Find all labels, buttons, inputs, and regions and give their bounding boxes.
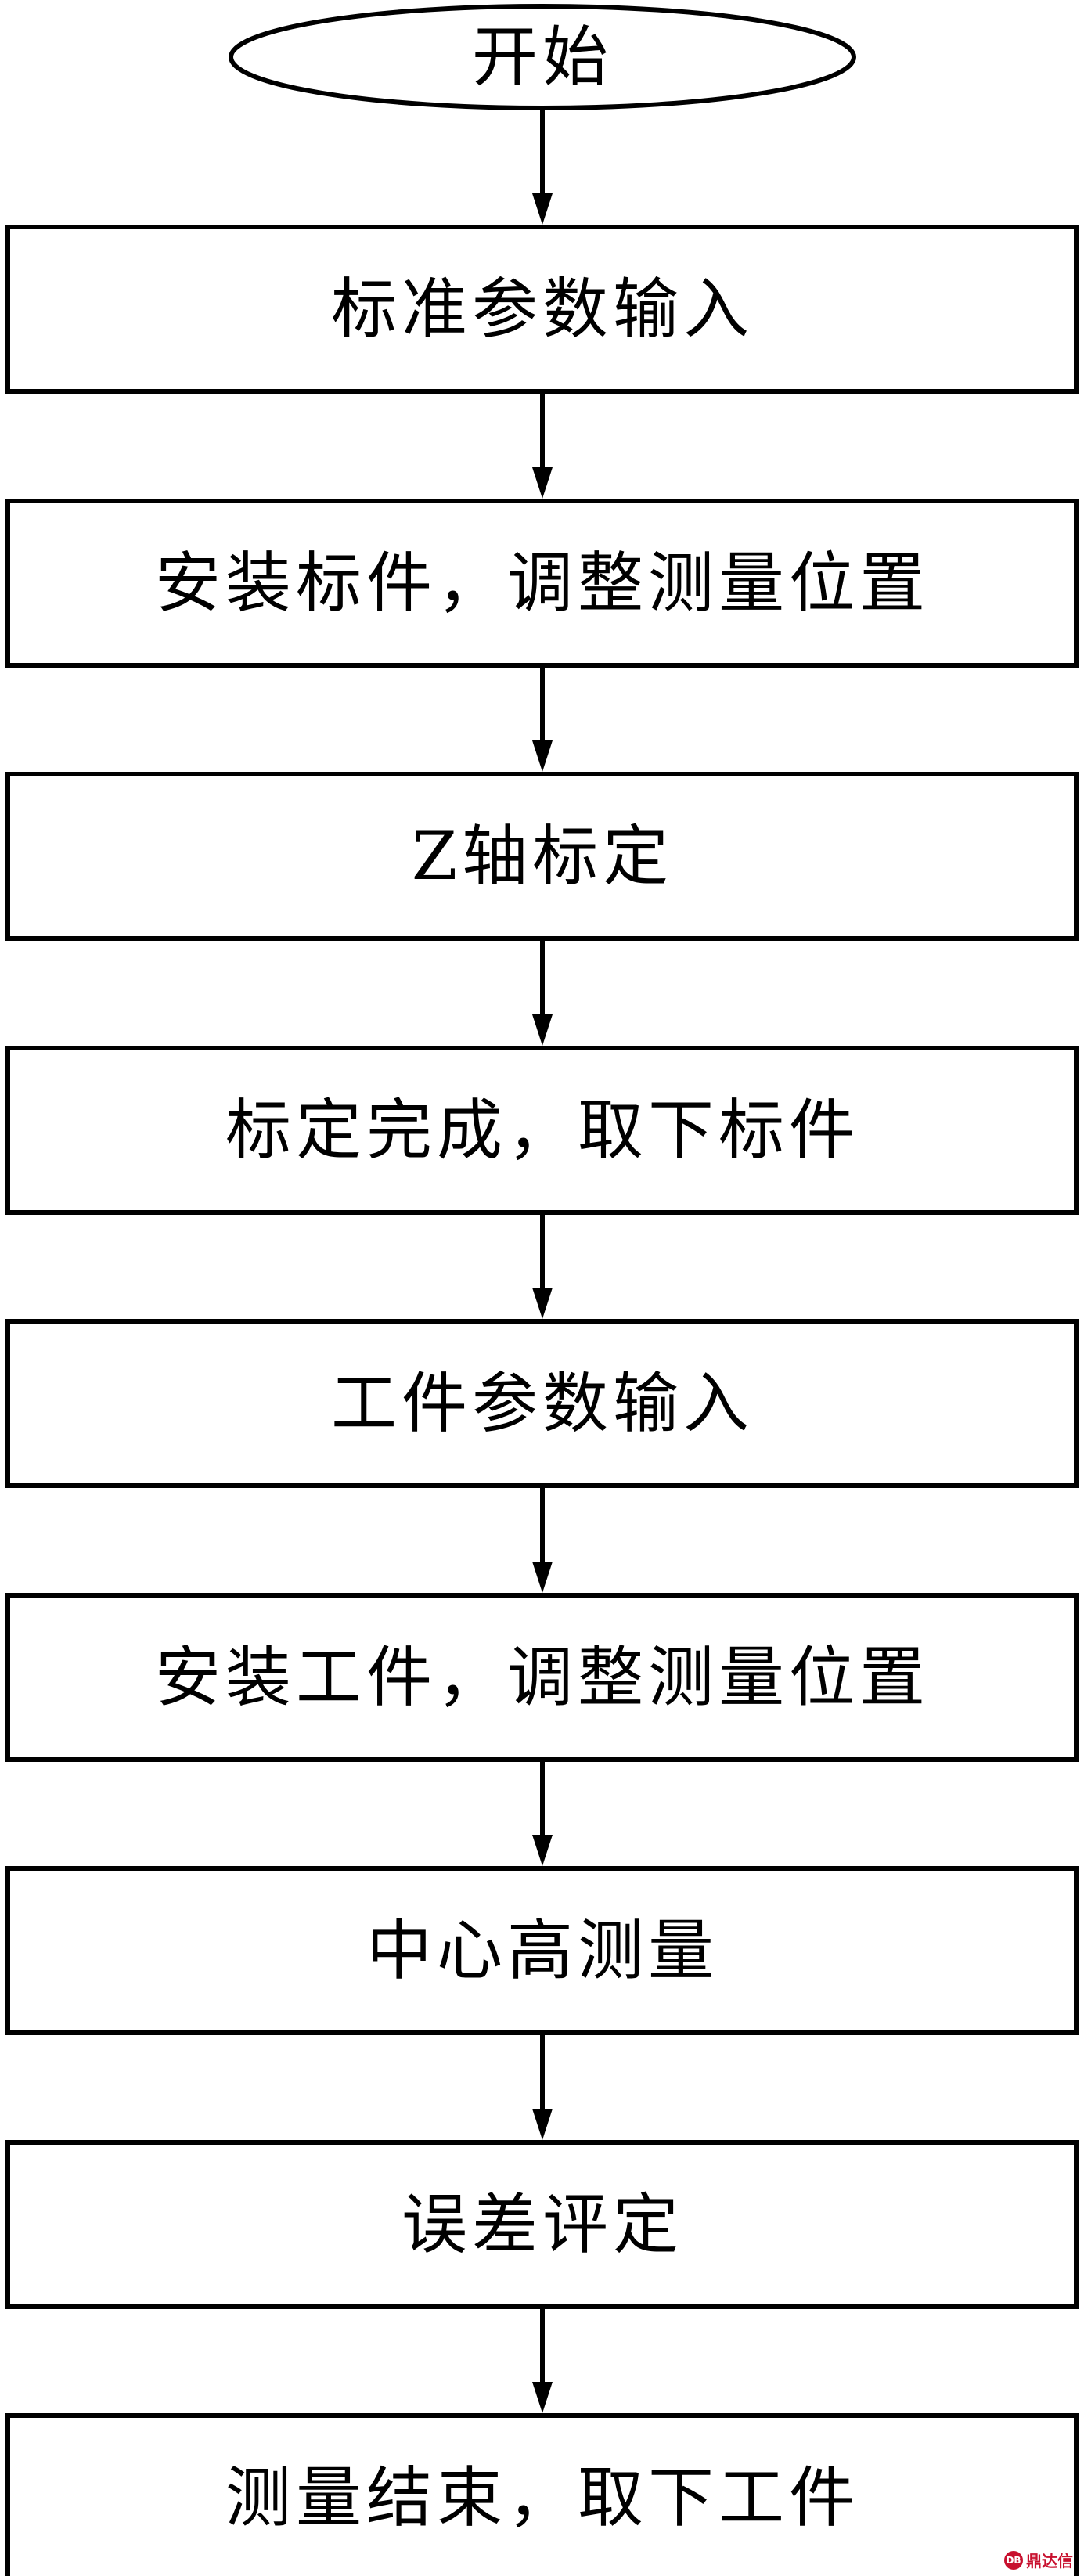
step-label-standard-params-input: 标准参数输入: [331, 271, 754, 348]
arrowhead-icon: [532, 2382, 553, 2413]
step-box-center-height-measure: [5, 1866, 1079, 2035]
step-box-install-workpiece-adjust: [5, 1593, 1079, 1762]
step-box-z-axis-calibration: [5, 772, 1079, 941]
step-label-workpiece-params-input: 工件参数输入: [331, 1365, 754, 1442]
step-box-install-standard-adjust: [5, 499, 1079, 668]
step-label-measurement-end-remove: 测量结束，取下工件: [225, 2459, 859, 2536]
step-box-measurement-end-remove: [5, 2413, 1079, 2576]
watermark-logo-icon: DB: [1004, 2550, 1023, 2570]
arrowhead-icon: [532, 740, 553, 772]
step-box-workpiece-params-input: [5, 1319, 1079, 1488]
step-label-install-workpiece-adjust: 安装工件，调整测量位置: [155, 1639, 930, 1716]
arrowhead-icon: [532, 1288, 553, 1319]
watermark: DB 鼎达信: [1004, 2549, 1073, 2571]
flow-arrow-5: [532, 1488, 553, 1593]
flow-arrow-3: [532, 941, 553, 1046]
arrowhead-icon: [532, 1014, 553, 1046]
flow-arrow-8: [532, 2309, 553, 2413]
flow-arrow-6: [532, 1762, 553, 1866]
flow-arrow-2: [532, 668, 553, 772]
flow-arrow-1: [532, 394, 553, 499]
step-label-install-standard-adjust: 安装标件，调整测量位置: [155, 545, 930, 621]
arrowhead-icon: [532, 1562, 553, 1593]
step-label-z-axis-calibration: Z轴标定: [412, 818, 673, 895]
flow-arrow-0: [532, 108, 553, 225]
step-label-calibration-done-remove: 标定完成，取下标件: [225, 1092, 859, 1169]
arrowhead-icon: [532, 1835, 553, 1866]
arrowhead-icon: [532, 2109, 553, 2140]
watermark-text: 鼎达信: [1026, 2552, 1073, 2571]
step-box-standard-params-input: [5, 225, 1079, 394]
step-box-calibration-done-remove: [5, 1046, 1079, 1215]
step-label-center-height-measure: 中心高测量: [366, 1912, 718, 1989]
arrowhead-icon: [532, 193, 553, 225]
flow-arrow-7: [532, 2035, 553, 2140]
step-box-error-evaluation: [5, 2140, 1079, 2309]
start-label: 开始: [472, 19, 613, 95]
arrowhead-icon: [532, 467, 553, 499]
flow-arrow-4: [532, 1215, 553, 1319]
step-label-error-evaluation: 误差评定: [402, 2186, 683, 2263]
